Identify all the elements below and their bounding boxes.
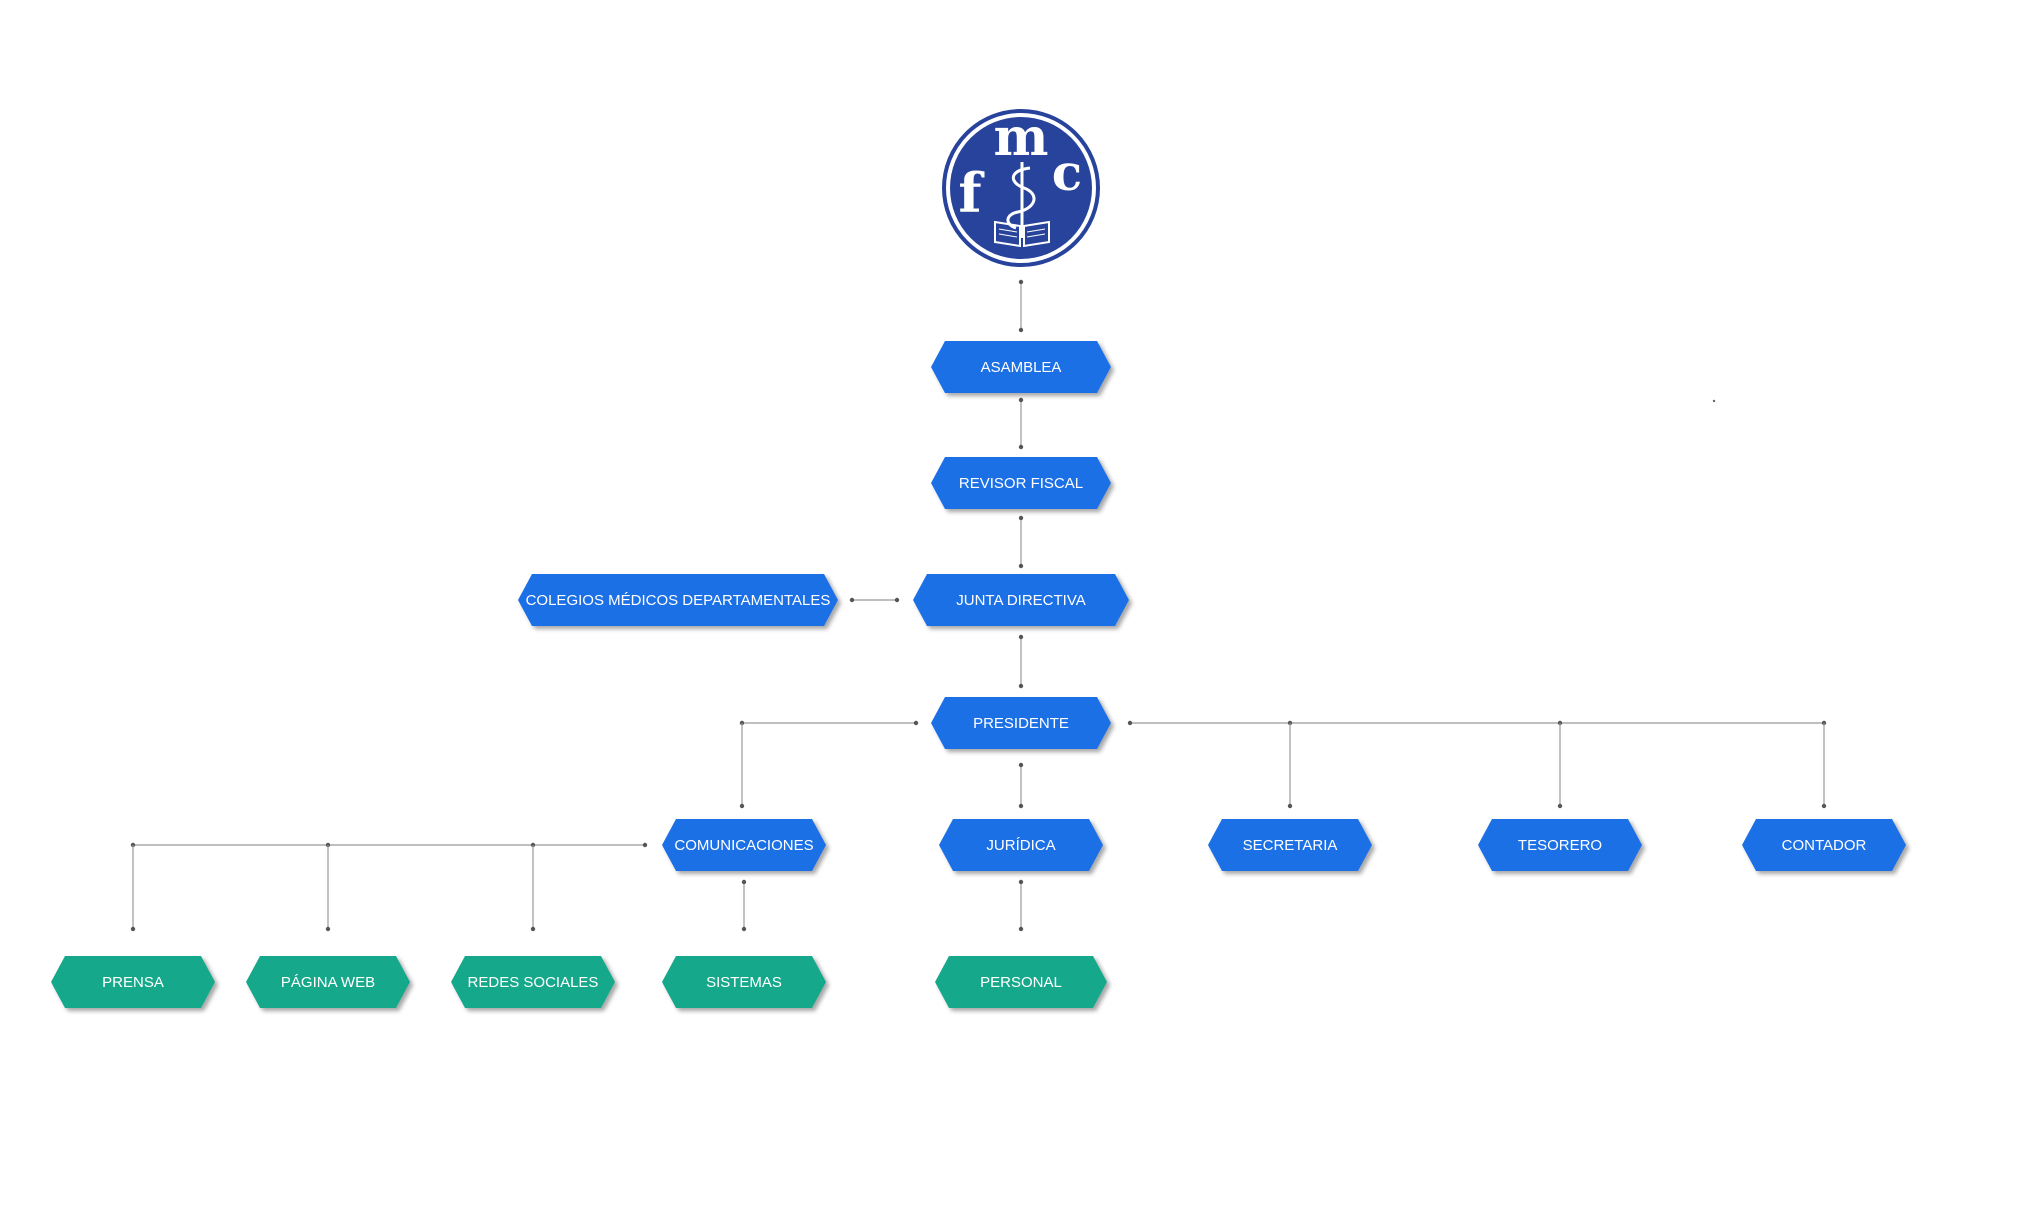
node-label: PRESIDENTE bbox=[973, 715, 1069, 732]
org-nodes: ASAMBLEA REVISOR FISCAL JUNTA DIRECTIVA COL… bbox=[51, 341, 1906, 1008]
connector-dot bbox=[1018, 803, 1024, 809]
node-label: CONTADOR bbox=[1782, 837, 1867, 854]
node-shape bbox=[518, 574, 838, 626]
node-comunicaciones: COMUNICACIONES bbox=[662, 819, 826, 871]
connector-dot bbox=[642, 842, 648, 848]
node-label: PERSONAL bbox=[980, 974, 1062, 991]
node-secretaria: SECRETARIA bbox=[1208, 819, 1372, 871]
connector-dot bbox=[849, 597, 855, 603]
node-label: SECRETARIA bbox=[1243, 837, 1338, 854]
fmc-logo: m f c bbox=[942, 107, 1100, 267]
connector-dot bbox=[1018, 879, 1024, 885]
node-shape bbox=[1478, 819, 1642, 871]
node-contador: CONTADOR bbox=[1742, 819, 1906, 871]
logo-letter-f: f bbox=[958, 161, 985, 225]
connector-dot bbox=[894, 597, 900, 603]
connector-dot bbox=[1018, 515, 1024, 521]
node-shape bbox=[935, 956, 1107, 1008]
node-shape bbox=[51, 956, 215, 1008]
node-label: REVISOR FISCAL bbox=[959, 475, 1083, 492]
node-shape bbox=[246, 956, 410, 1008]
connector-dot bbox=[1018, 634, 1024, 640]
connector-dot bbox=[1821, 803, 1827, 809]
node-tesorero: TESORERO bbox=[1478, 819, 1642, 871]
node-label: JUNTA DIRECTIVA bbox=[956, 592, 1085, 609]
connector-lines bbox=[130, 279, 1827, 932]
caduceus-book-icon bbox=[994, 162, 1050, 248]
node-shape bbox=[1208, 819, 1372, 871]
connector-dot bbox=[913, 720, 919, 726]
node-label: COMUNICACIONES bbox=[674, 837, 813, 854]
connector-dot bbox=[739, 803, 745, 809]
node-presidente: PRESIDENTE bbox=[931, 697, 1111, 749]
node-prensa: PRENSA bbox=[51, 956, 215, 1008]
logo-letter-m: m bbox=[993, 107, 1048, 168]
connector-dot bbox=[741, 879, 747, 885]
node-label: REDES SOCIALES bbox=[468, 974, 599, 991]
node-juridica: JURÍDICA bbox=[939, 819, 1103, 871]
node-asamblea: ASAMBLEA bbox=[931, 341, 1111, 393]
node-shape bbox=[662, 819, 826, 871]
connector-dot bbox=[1018, 762, 1024, 768]
connector-dot bbox=[1018, 683, 1024, 689]
connector-dot bbox=[325, 926, 331, 932]
connector-dot bbox=[130, 926, 136, 932]
node-label: COLEGIOS MÉDICOS DEPARTAMENTALES bbox=[526, 592, 831, 609]
node-shape bbox=[931, 457, 1111, 509]
connector-dot bbox=[741, 926, 747, 932]
node-shape bbox=[1742, 819, 1906, 871]
stray-dot bbox=[1712, 399, 1716, 403]
node-redes-sociales: REDES SOCIALES bbox=[451, 956, 615, 1008]
node-shape bbox=[662, 956, 826, 1008]
node-label: SISTEMAS bbox=[706, 974, 782, 991]
connector-dot bbox=[1018, 926, 1024, 932]
connector-dot bbox=[1018, 279, 1024, 285]
logo-letter-c: c bbox=[1052, 143, 1082, 202]
connector-dot bbox=[1018, 444, 1024, 450]
connector-dot bbox=[1287, 803, 1293, 809]
node-colegios: COLEGIOS MÉDICOS DEPARTAMENTALES bbox=[518, 574, 838, 626]
node-shape bbox=[939, 819, 1103, 871]
connector-dot bbox=[1018, 397, 1024, 403]
connector-dot bbox=[530, 926, 536, 932]
node-junta-directiva: JUNTA DIRECTIVA bbox=[913, 574, 1129, 626]
node-label: TESORERO bbox=[1518, 837, 1602, 854]
connector-dot bbox=[1018, 327, 1024, 333]
node-shape bbox=[913, 574, 1129, 626]
node-shape bbox=[451, 956, 615, 1008]
connector-dot bbox=[1557, 803, 1563, 809]
node-revisor-fiscal: REVISOR FISCAL bbox=[931, 457, 1111, 509]
node-label: PRENSA bbox=[102, 974, 164, 991]
node-shape bbox=[931, 341, 1111, 393]
node-label: ASAMBLEA bbox=[981, 359, 1062, 376]
node-label: PÁGINA WEB bbox=[281, 974, 375, 991]
node-label: JURÍDICA bbox=[986, 837, 1055, 854]
node-shape bbox=[931, 697, 1111, 749]
node-pagina-web: PÁGINA WEB bbox=[246, 956, 410, 1008]
node-personal: PERSONAL bbox=[935, 956, 1107, 1008]
node-sistemas: SISTEMAS bbox=[662, 956, 826, 1008]
connector-dot bbox=[1018, 563, 1024, 569]
connector-dot bbox=[1127, 720, 1133, 726]
